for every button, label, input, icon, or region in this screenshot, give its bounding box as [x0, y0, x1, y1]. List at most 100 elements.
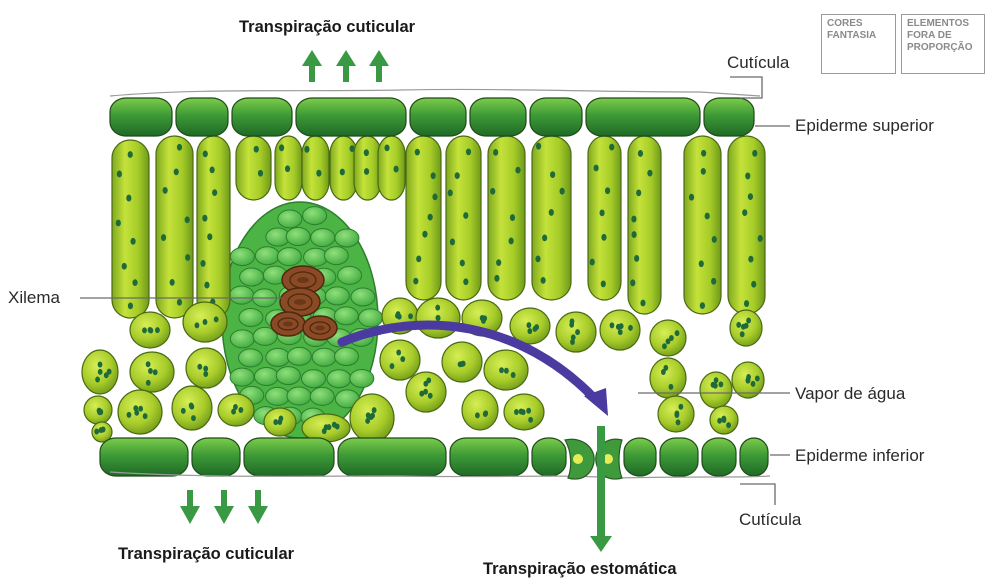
vascular-cell [334, 307, 358, 325]
title-cuticular-top: Transpiração cuticular [239, 18, 415, 37]
spongy-cell [650, 358, 686, 398]
vascular-cell [335, 229, 359, 247]
epidermis-cell [660, 438, 698, 476]
epidermis-cell [702, 438, 736, 476]
palisade-cell [197, 136, 230, 318]
palisade-cell [236, 136, 271, 200]
vascular-cell [266, 348, 290, 366]
epidermis-cell [532, 438, 566, 476]
epidermis-cell [338, 438, 446, 476]
spongy-cell [504, 394, 544, 430]
vascular-cell [230, 248, 254, 266]
epidermis-cell [450, 438, 528, 476]
spongy-cell [442, 342, 482, 382]
label-water-vapor: Vapor de água [795, 384, 905, 404]
palisade-cell [275, 136, 302, 200]
lower-epidermis [100, 438, 768, 476]
vascular-cell [266, 387, 290, 405]
spongy-cell [84, 396, 112, 424]
epidermis-cell [110, 98, 172, 136]
spongy-cell [600, 310, 640, 350]
label-cuticle-bottom: Cutícula [739, 510, 801, 530]
palisade-cell [588, 136, 621, 300]
vascular-cell [359, 309, 383, 327]
cuticle-top-line [110, 89, 760, 96]
spongy-cell [416, 298, 460, 338]
vascular-cell [302, 370, 326, 388]
vascular-cell [239, 349, 263, 367]
title-stomatal: Transpiração estomática [483, 560, 677, 579]
vascular-cell [324, 247, 348, 265]
vascular-cell [312, 348, 336, 366]
vascular-cell [239, 309, 263, 327]
palisade-cell [406, 136, 441, 300]
vascular-cell [334, 348, 358, 366]
vascular-cell [277, 248, 301, 266]
spongy-cell [130, 352, 174, 392]
palisade-cell [684, 136, 721, 314]
vascular-cell [287, 387, 311, 405]
palisade-cell [302, 136, 329, 200]
epidermis-cell [470, 98, 526, 136]
palisade-cell [532, 136, 571, 300]
upper-epidermis [110, 98, 754, 136]
vascular-cell [338, 266, 362, 284]
vascular-cell [255, 247, 279, 265]
epidermis-cell [296, 98, 406, 136]
vascular-cell [311, 229, 335, 247]
label-lower-epidermis: Epiderme inferior [795, 446, 924, 466]
epidermis-cell [100, 438, 188, 476]
spongy-cell [556, 312, 596, 352]
spongy-cell [700, 372, 732, 408]
vascular-cell [278, 210, 302, 228]
vascular-cell [350, 369, 374, 387]
spongy-cell [172, 386, 212, 430]
palisade-cell [330, 136, 357, 200]
palisade-cell [446, 136, 481, 300]
palisade-layer [112, 136, 765, 318]
spongy-cell [118, 390, 162, 434]
spongy-cell [183, 302, 227, 342]
palisade-cell [378, 136, 405, 200]
spongy-cell [350, 394, 394, 442]
vascular-cell [254, 368, 278, 386]
spongy-cell [730, 310, 762, 346]
epidermis-cell [586, 98, 700, 136]
vascular-cell [286, 228, 310, 246]
vascular-cell [240, 268, 264, 286]
palisade-cell [728, 136, 765, 314]
spongy-cell [130, 312, 170, 348]
vascular-cell [230, 330, 254, 348]
label-upper-epidermis: Epiderme superior [795, 116, 934, 136]
epidermis-cell [530, 98, 582, 136]
spongy-cell [380, 340, 420, 380]
vascular-cell [351, 288, 375, 306]
spongy-cell [406, 372, 446, 412]
epidermis-cell [192, 438, 240, 476]
spongy-cell [186, 348, 226, 388]
vascular-cell [303, 207, 327, 225]
vascular-cell [327, 370, 351, 388]
label-cuticle-top: Cutícula [727, 53, 789, 73]
epidermis-cell [176, 98, 228, 136]
vascular-cell [230, 286, 254, 304]
title-cuticular-bottom: Transpiração cuticular [118, 545, 294, 564]
cuticular-arrows-top [302, 50, 389, 82]
epidermis-cell [740, 438, 768, 476]
epidermis-cell [232, 98, 292, 136]
cuticular-arrows-bottom [180, 490, 268, 524]
spongy-cell [82, 350, 118, 394]
spongy-cell [658, 396, 694, 432]
spongy-cell [218, 394, 254, 426]
spongy-cell [710, 406, 738, 434]
vascular-cell [304, 248, 328, 266]
epidermis-cell [244, 438, 334, 476]
spongy-cell [650, 320, 686, 356]
epidermis-cell [704, 98, 754, 136]
vascular-cell [276, 367, 300, 385]
palisade-cell [112, 140, 149, 318]
spongy-cell [264, 408, 296, 436]
